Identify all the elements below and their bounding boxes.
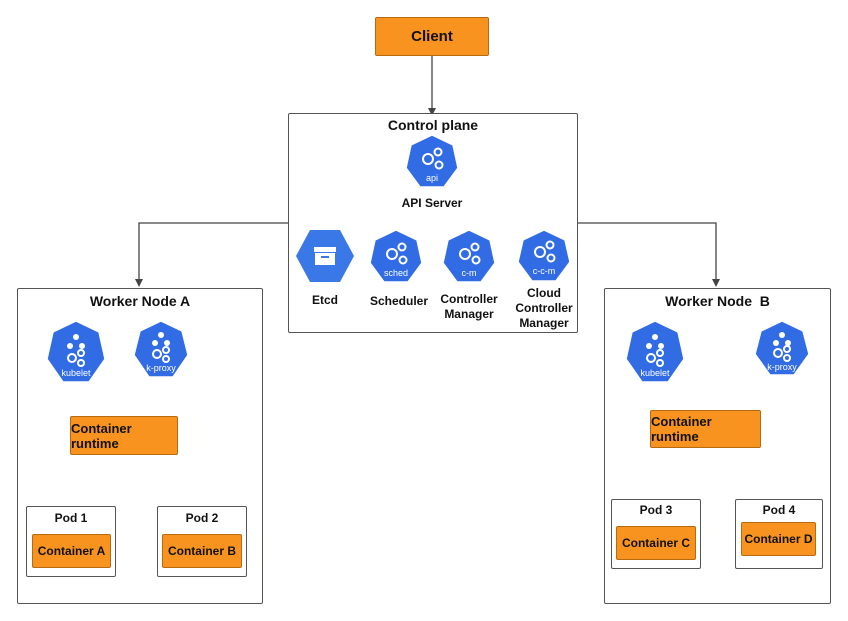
kubelet-b-icon: kubelet xyxy=(625,320,685,383)
container-c: Container C xyxy=(616,526,696,560)
pod-3-title: Pod 3 xyxy=(639,503,673,517)
kubernetes-api-icon: api xyxy=(405,134,459,188)
container-runtime-b-label: Container runtime xyxy=(651,414,712,444)
api-badge: api xyxy=(426,173,438,183)
control-plane-title: Control plane xyxy=(387,117,479,133)
container-a: Container A xyxy=(32,534,111,568)
arrow-control-plane-to-worker-a xyxy=(135,222,288,287)
arrow-control-plane-to-worker-b xyxy=(578,222,720,287)
kproxy-a-badge: k-proxy xyxy=(146,363,176,373)
controller-manager-line1: Controller xyxy=(440,292,498,306)
etcd-label: Etcd xyxy=(311,293,338,307)
kubernetes-ccm-icon: c-c-m xyxy=(517,229,571,282)
scheduler-label: Scheduler xyxy=(369,294,429,308)
container-a-label: Container A xyxy=(37,544,106,558)
worker-node-a-title: Worker Node A xyxy=(89,293,191,309)
container-runtime-b: Container runtime xyxy=(650,410,761,448)
kproxy-b-icon: k-proxy xyxy=(754,320,810,376)
client-label: Client xyxy=(411,28,453,45)
kubernetes-sched-icon: sched xyxy=(369,229,423,283)
ccm-badge: c-c-m xyxy=(533,266,556,276)
controller-manager-line2: Manager xyxy=(444,307,494,321)
client-box: Client xyxy=(375,17,489,56)
cloud-controller-manager-label: Cloud Controller Manager xyxy=(504,286,584,331)
pod-1-title: Pod 1 xyxy=(54,511,88,525)
container-b-label: Container B xyxy=(167,544,236,558)
kubernetes-cm-icon: c-m xyxy=(442,229,496,283)
etcd-icon xyxy=(296,230,354,282)
kubelet-a-icon: kubelet xyxy=(46,320,106,383)
container-d-label: Container D xyxy=(744,532,813,546)
cloud-controller-line2: Controller xyxy=(515,301,573,315)
kproxy-a-icon: k-proxy xyxy=(133,320,189,378)
kproxy-b-badge: k-proxy xyxy=(767,362,797,372)
cloud-controller-line1: Cloud xyxy=(527,286,561,300)
cloud-controller-line3: Manager xyxy=(519,316,569,330)
api-server-label: API Server xyxy=(401,196,463,210)
kubelet-b-badge: kubelet xyxy=(640,368,670,378)
cm-badge: c-m xyxy=(462,268,477,278)
sched-badge: sched xyxy=(384,268,408,278)
controller-manager-label: Controller Manager xyxy=(429,292,509,322)
container-runtime-a-label: Container runtime xyxy=(71,420,132,451)
kubelet-a-badge: kubelet xyxy=(61,368,91,378)
container-runtime-a: Container runtime xyxy=(70,416,178,455)
pod-2-title: Pod 2 xyxy=(185,511,219,525)
container-d: Container D xyxy=(741,522,816,556)
worker-node-b-title: Worker Node B xyxy=(665,293,770,309)
container-b: Container B xyxy=(162,534,242,568)
pod-4-title: Pod 4 xyxy=(762,503,796,517)
container-c-label: Container C xyxy=(621,536,690,550)
